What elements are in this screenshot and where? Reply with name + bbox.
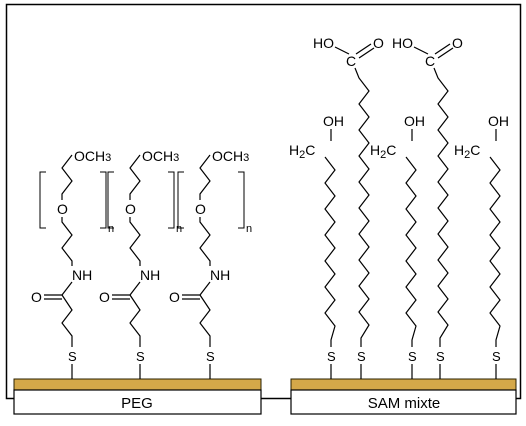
sam-acid-chain-1: HO C O S — [313, 35, 384, 379]
sam-long-thiol-s: S — [436, 349, 445, 364]
peg-repeat-index: n — [176, 223, 182, 235]
sam-acid-ho: HO — [392, 35, 413, 51]
sam-acid-ho: HO — [313, 35, 334, 51]
sam-short-thiol-s: S — [408, 349, 417, 364]
peg-carbonyl-o: O — [99, 289, 110, 305]
sam-hydroxyl-chain-1: OH H2C S — [289, 113, 344, 379]
peg-methoxy-label: OCH3 — [212, 148, 249, 164]
peg-surface: PEG — [13, 378, 262, 415]
peg-thiol-s: S — [68, 349, 77, 364]
sam-acid-chain-2: HO C O S — [392, 35, 463, 379]
peg-molecule-2: OCH3 O n NH O S — [99, 148, 182, 379]
sam-short-thiol-s: S — [492, 349, 501, 364]
peg-gold-layer — [13, 378, 262, 391]
peg-methoxy-label: OCH3 — [142, 148, 179, 164]
peg-base-box — [13, 389, 262, 415]
sam-methylene-label: H2C — [454, 142, 480, 161]
peg-thiol-s: S — [136, 349, 145, 364]
peg-label: PEG — [121, 395, 153, 412]
sam-acid-c: C — [346, 53, 356, 69]
sam-methylene-label: H2C — [289, 142, 315, 161]
peg-molecule-1: OCH3 O n NH O S — [31, 148, 114, 379]
sam-hydroxyl: OH — [488, 113, 509, 129]
peg-ether-oxygen: O — [57, 201, 68, 217]
sam-label: SAM mixte — [368, 395, 441, 412]
peg-carbonyl-o: O — [169, 289, 180, 305]
sam-long-thiol-s: S — [357, 349, 366, 364]
peg-ether-oxygen: O — [125, 201, 136, 217]
sam-hydroxyl: OH — [323, 113, 344, 129]
peg-repeat-index: n — [108, 223, 114, 235]
sam-short-thiol-s: S — [327, 349, 336, 364]
sam-base-box — [290, 389, 517, 415]
sam-gold-layer — [290, 378, 517, 391]
sam-acid-o: O — [452, 35, 463, 51]
sam-methylene-label: H2C — [370, 142, 396, 161]
peg-amide-nh: NH — [140, 267, 160, 283]
peg-molecule-3: OCH3 O n NH O S — [169, 148, 252, 379]
sam-hydroxyl-chain-3: OH H2C S — [454, 113, 509, 379]
peg-amide-nh: NH — [210, 267, 230, 283]
peg-ether-oxygen: O — [195, 201, 206, 217]
peg-repeat-index: n — [246, 223, 252, 235]
sam-acid-c: C — [425, 53, 435, 69]
peg-amide-nh: NH — [72, 267, 92, 283]
sam-hydroxyl-chain-2: OH H2C S — [370, 113, 425, 379]
sam-surface: SAM mixte — [290, 378, 517, 415]
peg-thiol-s: S — [206, 349, 215, 364]
peg-methoxy-label: OCH3 — [74, 148, 111, 164]
outer-border — [5, 3, 522, 400]
sam-acid-o: O — [373, 35, 384, 51]
peg-carbonyl-o: O — [31, 289, 42, 305]
sam-hydroxyl: OH — [404, 113, 425, 129]
